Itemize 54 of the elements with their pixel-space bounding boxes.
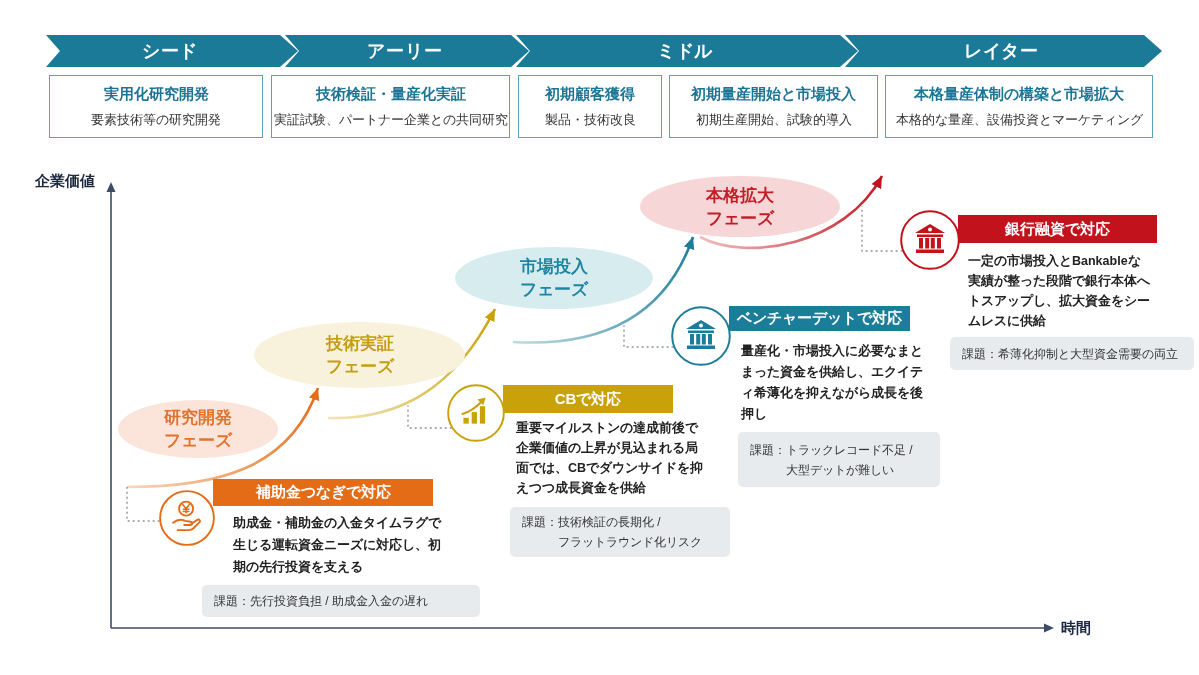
funding-heading: CBで対応 [503, 385, 673, 413]
phase-label: 本格拡大フェーズ [705, 184, 776, 230]
funding-heading: ベンチャーデットで対応 [729, 306, 910, 331]
growth-arrow [699, 175, 884, 249]
stage-title: ミドル [656, 39, 714, 63]
leader-line [126, 486, 161, 522]
axis-title: 時間 [1061, 618, 1091, 638]
funding-heading: 補助金つなぎで対応 [213, 479, 433, 506]
funding-heading: 銀行融資で対応 [958, 215, 1157, 243]
stage-description: 初期生産開始、試験的導入 [695, 111, 852, 129]
stage-description: 実証試験、パートナー企業との共同研究 [273, 111, 508, 129]
funding-description: 助成金・補助金の入金タイムラグで生じる運転資金ニーズに対応し、初期の先行投資を支える [233, 514, 443, 576]
stage-heading: 実用化研究開発 [103, 84, 209, 105]
bank-building-icon [900, 210, 960, 270]
rising-bar-chart-icon [447, 384, 505, 442]
issue-note: 課題：先行投資負担 / 助成金入金の遅れ [202, 585, 480, 617]
stage-description: 本格的な量産、設備投資とマーケティング [895, 111, 1143, 129]
issue-note: 課題：技術検証の長期化 / フラットラウンド化リスク [510, 507, 730, 557]
funding-description: 重要マイルストンの達成前後で企業価値の上昇が見込まれる局面では、CBでダウンサイドを抑えつつ成長資金を供給 [516, 420, 705, 497]
stage-heading: 初期顧客獲得 [545, 84, 635, 105]
stage-box [49, 75, 263, 138]
phase-label: 技術実証フェーズ [324, 333, 396, 378]
leader-line [623, 324, 675, 348]
bank-building-icon [671, 306, 731, 366]
axis-title: 企業価値 [35, 171, 95, 191]
funding-description: 量産化・市場投入に必要なまとまった資金を供給し、エクイティ希薄化を抑えながら成長を後押し [741, 343, 923, 423]
stage-description: 製品・技術改良 [544, 111, 636, 129]
phase-ellipse [118, 400, 278, 458]
growth-arrow [328, 308, 497, 420]
growth-arrow [126, 387, 320, 489]
stage-description: 要素技術等の研究開発 [91, 111, 221, 129]
stage-title: レイター [963, 39, 1040, 63]
phase-label: 研究開発フェーズ [163, 407, 234, 452]
funding-description: 一定の市場投入とBankableな実績が整った段階で銀行本体へトスアップし、拡大資金をシームレスに供給 [968, 253, 1150, 330]
phase-label: 市場投入フェーズ [519, 256, 590, 301]
stage-heading: 本格量産体制の構築と市場拡大 [914, 84, 1124, 105]
stage-band [516, 35, 858, 67]
stage-heading: 初期量産開始と市場投入 [691, 84, 856, 105]
stage-box [885, 75, 1153, 138]
stage-box [518, 75, 662, 138]
stage-title: シード [141, 39, 199, 63]
issue-note: 課題：トラックレコード不足 / 大型デットが難しい [738, 432, 940, 487]
stage-heading: 技術検証・量産化実証 [315, 84, 466, 105]
growth-arrow [512, 236, 695, 344]
stage-box [669, 75, 878, 138]
stage-box [271, 75, 510, 138]
leader-line [861, 205, 904, 252]
coin-hand-icon [159, 490, 215, 546]
issue-note: 課題：希薄化抑制と大型資金需要の両立 [950, 337, 1194, 370]
stage-band [46, 35, 298, 67]
stage-band [285, 35, 529, 67]
stage-title: アーリー [367, 39, 443, 63]
stage-band [845, 35, 1162, 67]
leader-line [407, 404, 453, 429]
